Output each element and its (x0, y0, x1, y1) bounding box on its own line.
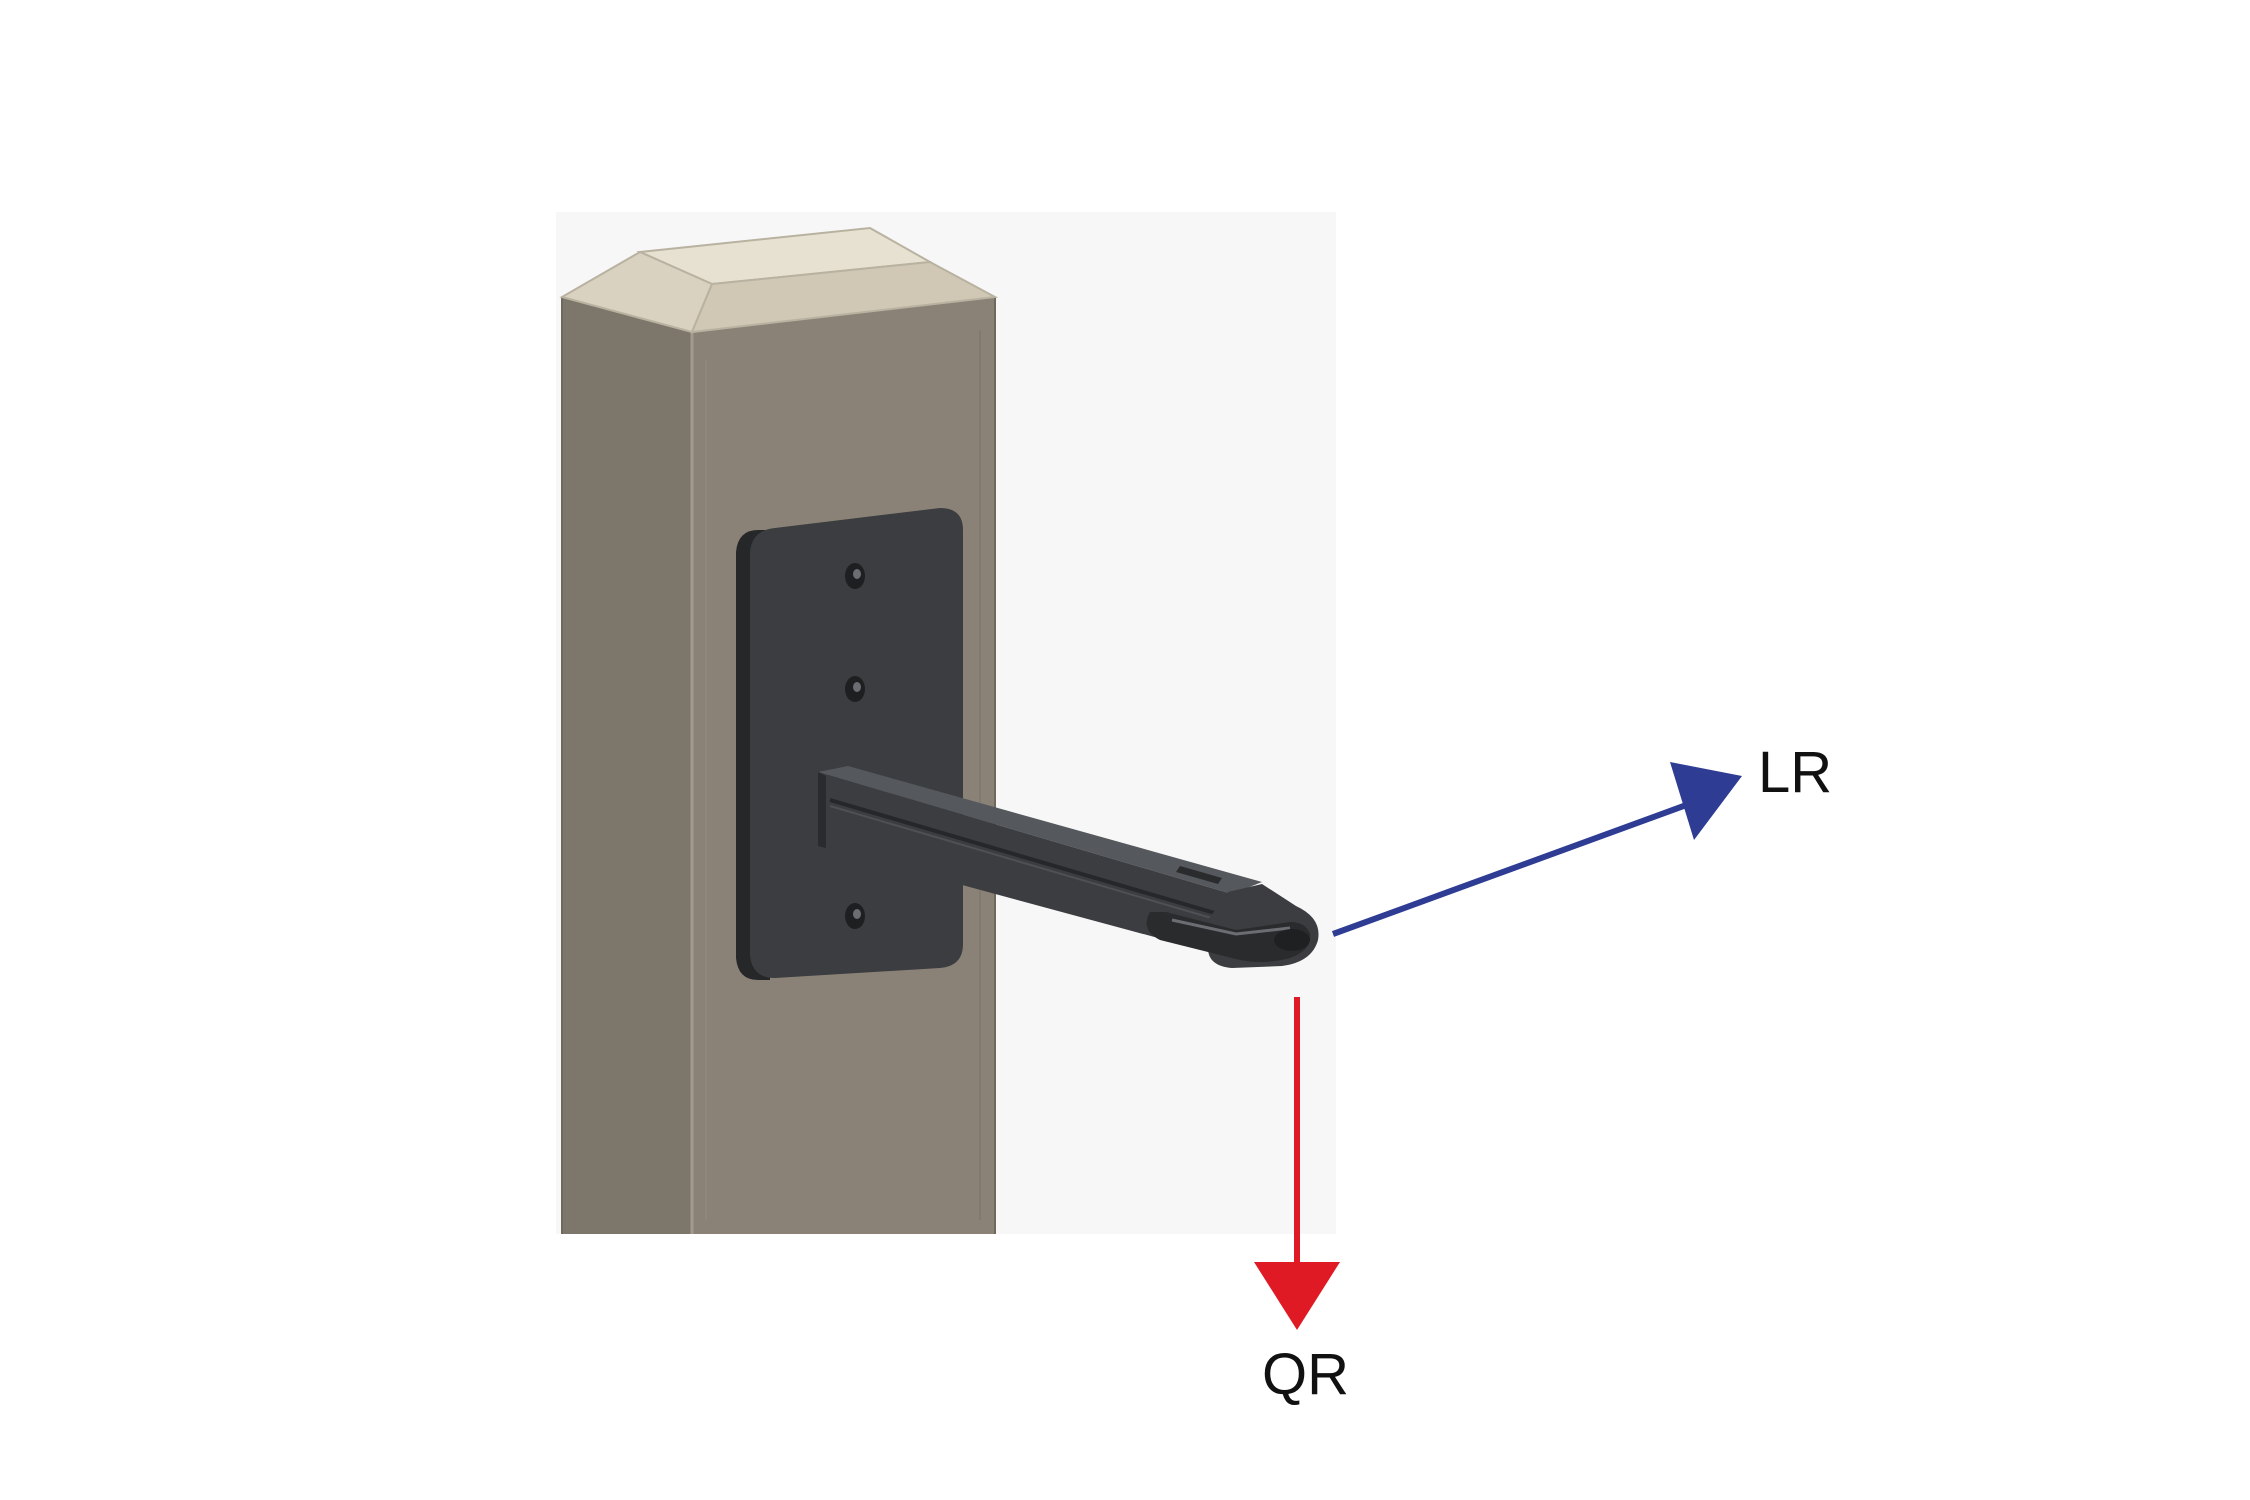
bracket-hook-end (1146, 884, 1319, 968)
post-cap-front-bevel (690, 260, 999, 334)
qr-arrowhead (1254, 1262, 1340, 1330)
lr-arrow-shaft (1331, 797, 1702, 937)
lr-arrow (1331, 762, 1742, 937)
bracket-arm-top (818, 766, 1262, 894)
mounting-plate (736, 508, 963, 980)
post-left-face (562, 297, 692, 1234)
bracket-arm-side (818, 772, 826, 848)
qr-arrow (1254, 997, 1340, 1330)
screw-holes (845, 563, 865, 929)
post-cap (559, 226, 999, 334)
lr-arrowhead (1670, 762, 1742, 840)
bracket-arm-slot (1176, 866, 1222, 884)
bracket-arm (818, 766, 1319, 968)
qr-label: QR (1262, 1342, 1349, 1407)
bracket-arm-groove (829, 798, 1219, 916)
lr-label: LR (1758, 740, 1832, 805)
bracket-arm-front (818, 772, 1232, 958)
